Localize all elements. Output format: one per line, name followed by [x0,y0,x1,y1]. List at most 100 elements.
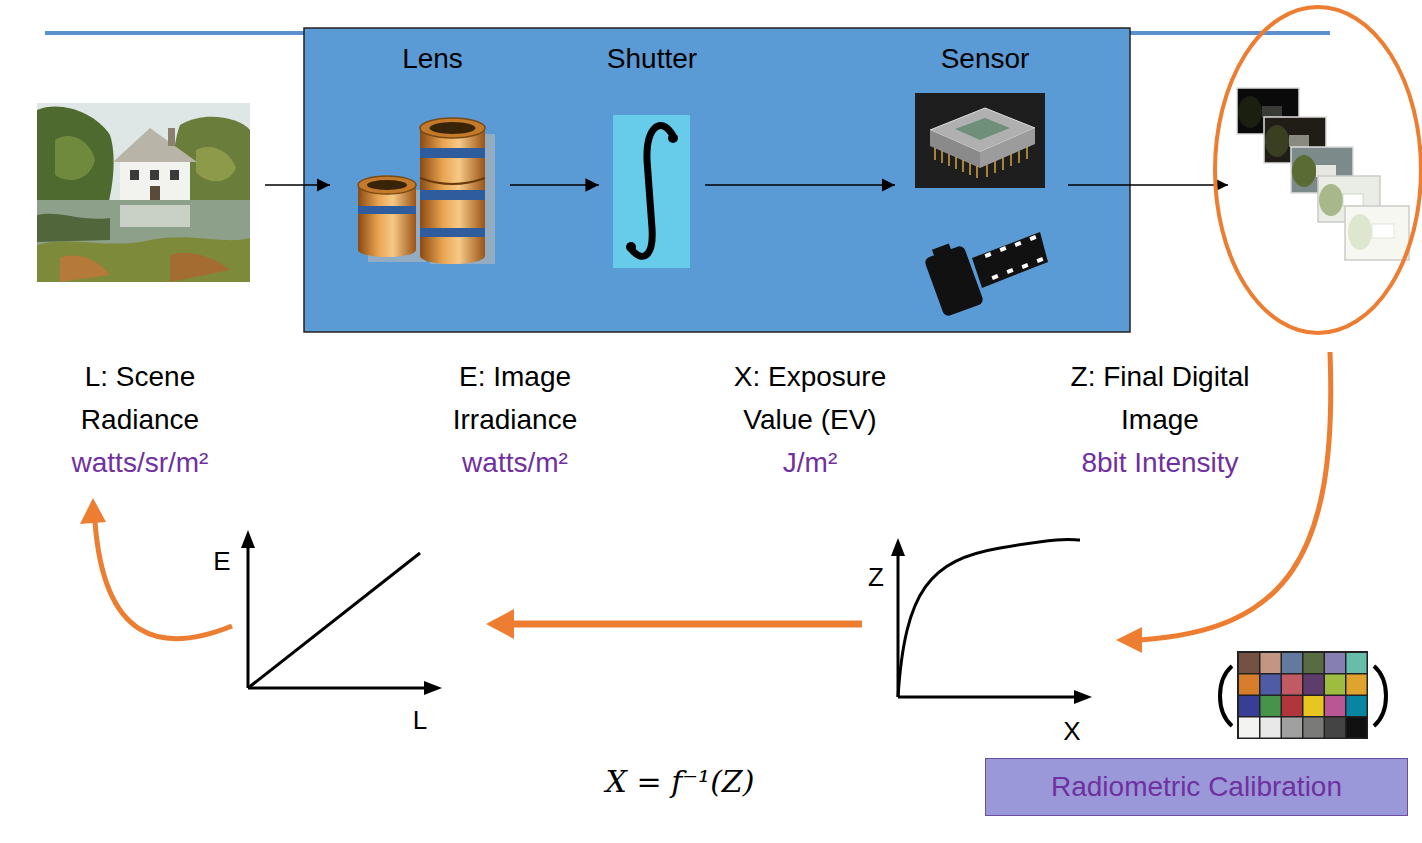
response-curve-graph [891,538,905,556]
colour-checker [1347,653,1367,673]
unit-label: 8bit Intensity [1040,441,1280,484]
colour-checker [1347,696,1367,716]
unit-label: watts/sr/m² [72,447,209,478]
scene-picture [37,103,250,282]
colour-checker [1325,696,1345,716]
colour-checker [1239,675,1259,695]
lens-icon [358,243,416,257]
colour-checker [1282,653,1302,673]
flow-arrow [265,184,330,186]
scene-picture [170,170,179,180]
film-icon [1021,263,1028,269]
lens-icon [420,228,485,237]
linear-response-graph [241,530,255,548]
colour-checker [1239,718,1259,738]
scene-picture [120,158,190,200]
colour-checker [1374,666,1386,726]
scene-picture [37,214,110,242]
colour-checker [1282,675,1302,695]
response-curve-graph [898,539,1080,697]
lens-icon [358,206,416,214]
colour-checker [1347,675,1367,695]
sensor-chip [948,154,950,166]
unit-label: watts/m² [395,441,635,484]
sensor-chip [994,161,996,173]
linear-response-graph [248,553,420,688]
image-stack [1265,125,1289,157]
film-icon [984,252,991,258]
axis-label: E [213,546,230,576]
colour-checker [1239,696,1259,716]
colour-checker [1282,718,1302,738]
sensor-chip [915,93,1045,188]
component-label: Sensor [941,42,1030,76]
orange-arrow [508,621,862,628]
formula: X = f⁻¹(Z) [550,762,810,802]
unit-label: J/m² [690,441,930,484]
axis-label: Z [868,562,884,592]
image-stack [1345,206,1409,260]
film-icon [999,246,1006,252]
sensor-chip [1018,151,1020,163]
lens-icon [420,148,485,158]
component-heading-box: Shutter [599,42,705,270]
film-icon [972,232,1048,288]
axis-label: X [1052,716,1092,746]
scene-picture [150,170,159,180]
highlight-ellipse [1215,7,1421,333]
sensor-chip [1002,158,1004,170]
film-icon [984,235,1043,280]
flow-arrow [705,184,895,186]
colour-checker [1261,675,1281,695]
component-label: Lens [402,42,463,76]
scene-picture [37,103,250,282]
colour-checker [1304,675,1324,695]
colour-checker [1325,718,1345,738]
image-stack [1343,194,1363,206]
scene-picture [150,186,160,200]
colour-checker [1282,696,1302,716]
film-icon [932,243,952,257]
unit-label: watts/m² [462,447,568,478]
sensor-chip [1026,147,1028,159]
orange-arrow [486,609,514,639]
colour-checker [1304,718,1324,738]
colour-checker [1220,666,1232,726]
image-stack [1292,155,1316,187]
colour-checker [1325,675,1345,695]
sensor-chip [941,151,943,163]
image-stack [1316,165,1336,177]
sensor-chip [986,165,988,177]
lens-icon [420,178,485,184]
scene-picture [196,147,236,181]
lens-icon [420,190,485,200]
orange-arrow [95,522,232,639]
colour-checker [1261,653,1281,673]
film-icon [1014,241,1021,247]
orange-arrow [80,352,1331,653]
camera-panel [304,28,1130,332]
image-stack [1319,184,1343,216]
colour-checker [1261,696,1281,716]
colour-checker [1220,651,1386,739]
scene-picture [168,128,175,146]
component-heading-box: Lens [355,42,510,264]
shutter-integral-symbol [668,133,678,143]
film-icon [1036,257,1043,263]
flow-arrow [510,184,599,186]
colour-checker [1325,653,1345,673]
scene-picture [37,237,250,282]
formula: X = f⁻¹(Z) [606,764,755,799]
scene-picture [170,253,230,282]
box-label: Radiometric Calibration [1051,770,1342,804]
scene-picture [120,205,190,227]
colour-checker [1239,653,1259,673]
axis-label: L [400,705,440,735]
linear-response-graph [241,530,442,695]
orange-arrow [1116,627,1142,653]
lens-icon [420,118,485,138]
